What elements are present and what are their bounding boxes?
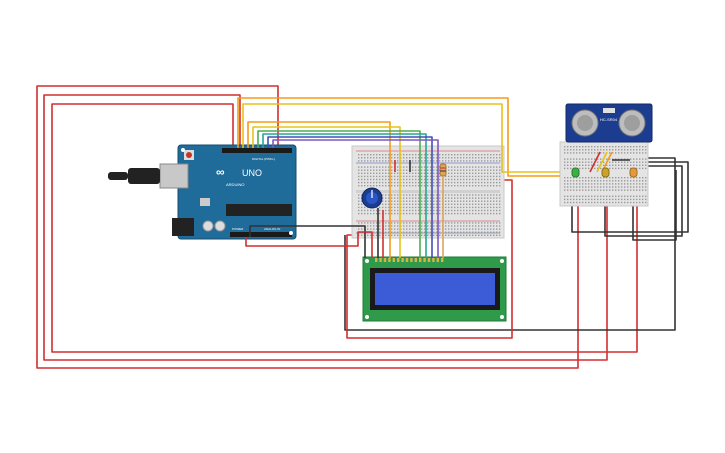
outer-wires: [36, 85, 689, 369]
atmega-chip: [226, 204, 292, 216]
mount-hole-2: [289, 231, 293, 235]
capacitor-1: [202, 220, 214, 232]
power-jack: [172, 218, 194, 236]
reset-button-cap: [186, 152, 192, 158]
arduino-brand-label: ARDUINO: [226, 182, 244, 187]
sensor-model-label: HC-SR04: [600, 117, 618, 122]
arduino-infinity-logo: ∞: [216, 165, 225, 179]
resistor[interactable]: [439, 163, 447, 177]
signal-wires: [237, 97, 560, 258]
crystal: [200, 198, 210, 206]
lcd-pin-header: [375, 258, 444, 262]
uno-label: UNO: [242, 168, 262, 178]
wire-red-outer-3[interactable]: [51, 103, 638, 353]
wire-blue[interactable]: [267, 136, 433, 258]
wire-green[interactable]: [257, 130, 421, 258]
wire-sensor-yellow[interactable]: [596, 151, 608, 173]
digital-header: [222, 148, 292, 153]
ultrasonic-sensor[interactable]: HC-SR04: [565, 103, 653, 143]
mount-hole-1: [181, 148, 185, 152]
arduino-uno[interactable]: ∞ UNO ARDUINO DIGITAL (PWM~) POWER ANALO…: [108, 144, 297, 240]
wire-red-5v[interactable]: [245, 231, 373, 258]
wire-black-gnd[interactable]: [249, 225, 366, 258]
digital-pins-label: DIGITAL (PWM~): [252, 157, 275, 161]
wire-yellow-1[interactable]: [242, 103, 560, 173]
analog-power-header: [230, 232, 292, 237]
wire-red-lcd-loop[interactable]: [346, 179, 513, 339]
wire-yellow-2[interactable]: [252, 126, 401, 258]
potentiometer[interactable]: [361, 187, 383, 209]
lcd-screen: [375, 273, 495, 305]
led-green[interactable]: [571, 167, 580, 178]
wire-black-right-2[interactable]: [571, 161, 689, 233]
sensor-crystal: [603, 108, 615, 113]
wire-orange-1[interactable]: [237, 97, 560, 177]
wire-black-right-3[interactable]: [604, 165, 683, 237]
analog-pins-label: ANALOG IN: [264, 227, 280, 231]
wire-purple[interactable]: [272, 139, 439, 258]
wire-orange-2[interactable]: [247, 121, 391, 258]
usb-cable-plug: [128, 168, 160, 184]
capacitor-2: [214, 220, 226, 232]
wire-sensor-red[interactable]: [589, 151, 601, 173]
wire-red-outer-2[interactable]: [43, 94, 608, 361]
led-yellow[interactable]: [601, 167, 610, 178]
wire-black-right-4[interactable]: [632, 170, 677, 241]
led-orange[interactable]: [629, 167, 638, 178]
wire-black-right-1[interactable]: [344, 157, 676, 331]
wire-red-outer-1[interactable]: [36, 85, 579, 369]
power-pins-label: POWER: [232, 227, 244, 231]
lcd-display[interactable]: [362, 256, 507, 322]
wire-teal[interactable]: [262, 133, 427, 258]
usb-cable: [108, 172, 128, 180]
usb-port: [159, 163, 189, 189]
